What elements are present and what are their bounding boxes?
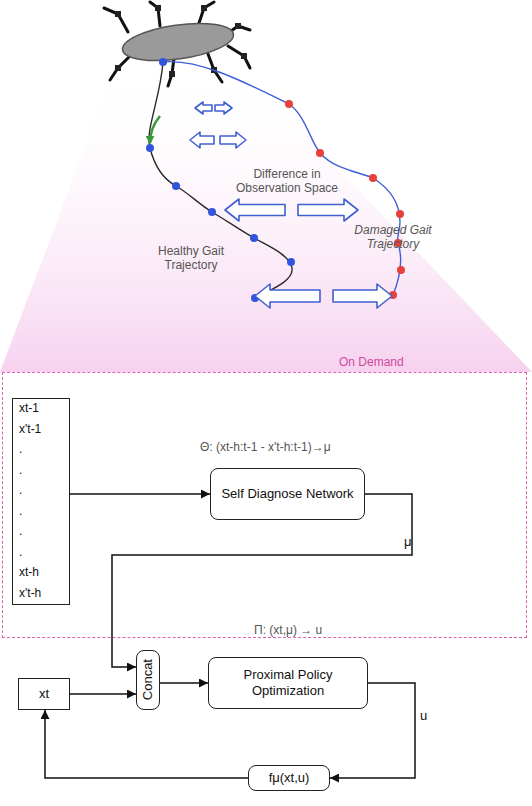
flow-arrow: [70, 493, 210, 495]
node-text: .: [19, 484, 22, 497]
node-text: xt: [39, 686, 49, 702]
annotation-label: Healthy Gait Trajectory: [146, 244, 236, 272]
node-text: .: [19, 443, 22, 456]
node-text: Proximal Policy Optimization: [227, 667, 349, 699]
flow-arrow: [45, 710, 248, 778]
annotation-label: Difference in Observation Space: [222, 167, 352, 195]
node-text: .: [19, 464, 22, 477]
policy-box: Proximal Policy Optimization: [208, 657, 368, 709]
annotation-label: Θ: (xt-h:t-1 - x't-h:t-1)→μ: [200, 440, 430, 454]
node-text: x't-h: [19, 587, 41, 600]
node-text: .: [19, 525, 22, 538]
concat-box: Concat: [136, 650, 160, 710]
edge-label: u: [420, 708, 427, 723]
hexapod-robot: [104, 2, 250, 86]
annotation-label: Π: (xt,μ) → u: [254, 623, 374, 637]
node-text: fμ(xt,u): [269, 770, 310, 786]
dynamics-box: fμ(xt,u): [248, 765, 330, 791]
attention-funnel: [0, 60, 532, 372]
node-text: xt-h: [19, 566, 39, 579]
node-text: Concat: [140, 659, 156, 700]
robot-joints: [115, 5, 247, 77]
flow-arrow: [160, 682, 208, 684]
damaged-points: [285, 100, 405, 299]
annotation-label: Damaged Gait Trajectory: [350, 223, 436, 251]
robot-body: [120, 17, 236, 66]
node-text: .: [19, 546, 22, 559]
edge-label: μ: [404, 534, 412, 549]
node-text: xt-1: [19, 402, 39, 415]
state-box: xt: [18, 678, 70, 710]
node-text: .: [19, 505, 22, 518]
motion-arrow: [150, 116, 160, 143]
difference-arrows: [190, 102, 392, 308]
node-text: x't-1: [19, 423, 41, 436]
history-box: xt-1 x't-1...... xt-h x't-h: [12, 398, 70, 605]
flow-arrow: [70, 693, 136, 695]
on-demand-group: On Demandxt-1x't-1......xt-hx't-hSelf Di…: [2, 372, 527, 638]
node-text: On Demand: [339, 355, 404, 369]
process-box: Self Diagnose Network: [210, 468, 365, 520]
node-text: Self Diagnose Network: [221, 486, 353, 502]
